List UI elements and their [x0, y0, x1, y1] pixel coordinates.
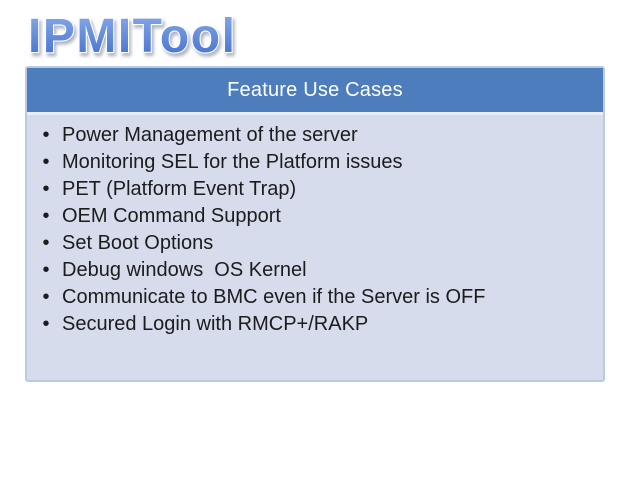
slide-title: IPMITool: [27, 9, 236, 64]
list-item: • Debug windows OS Kernel: [40, 257, 591, 284]
list-item-text: OEM Command Support: [62, 205, 281, 227]
list-item: • Communicate to BMC even if the Server …: [40, 284, 591, 311]
list-item: • PET (Platform Event Trap): [40, 176, 591, 203]
list-item-text: Debug windows OS Kernel: [62, 259, 307, 281]
bullet-list: • Power Management of the server • Monit…: [27, 115, 603, 338]
list-item-text: Communicate to BMC even if the Server is…: [62, 286, 486, 308]
bullet-icon: •: [42, 232, 50, 254]
list-item-text: Set Boot Options: [62, 232, 214, 254]
table-header: Feature Use Cases: [27, 68, 603, 115]
bullet-icon: •: [42, 313, 50, 335]
feature-table: Feature Use Cases • Power Management of …: [25, 66, 605, 382]
list-item-text: Secured Login with RMCP+/RAKP: [62, 313, 369, 335]
bullet-icon: •: [42, 151, 50, 173]
list-item: • Monitoring SEL for the Platform issues: [40, 149, 591, 176]
list-item: • Power Management of the server: [40, 122, 591, 149]
list-item-text: PET (Platform Event Trap): [62, 178, 297, 200]
bullet-icon: •: [42, 286, 50, 308]
list-item: • Set Boot Options: [40, 230, 591, 257]
list-item-text: Monitoring SEL for the Platform issues: [62, 151, 403, 173]
list-item: • OEM Command Support: [40, 203, 591, 230]
bullet-icon: •: [42, 205, 50, 227]
list-item: • Secured Login with RMCP+/RAKP: [40, 311, 591, 338]
list-item-text: Power Management of the server: [62, 124, 358, 146]
slide-title-text: IPMITool: [28, 10, 236, 63]
bullet-icon: •: [42, 124, 50, 146]
bullet-icon: •: [42, 178, 50, 200]
bullet-icon: •: [42, 259, 50, 281]
